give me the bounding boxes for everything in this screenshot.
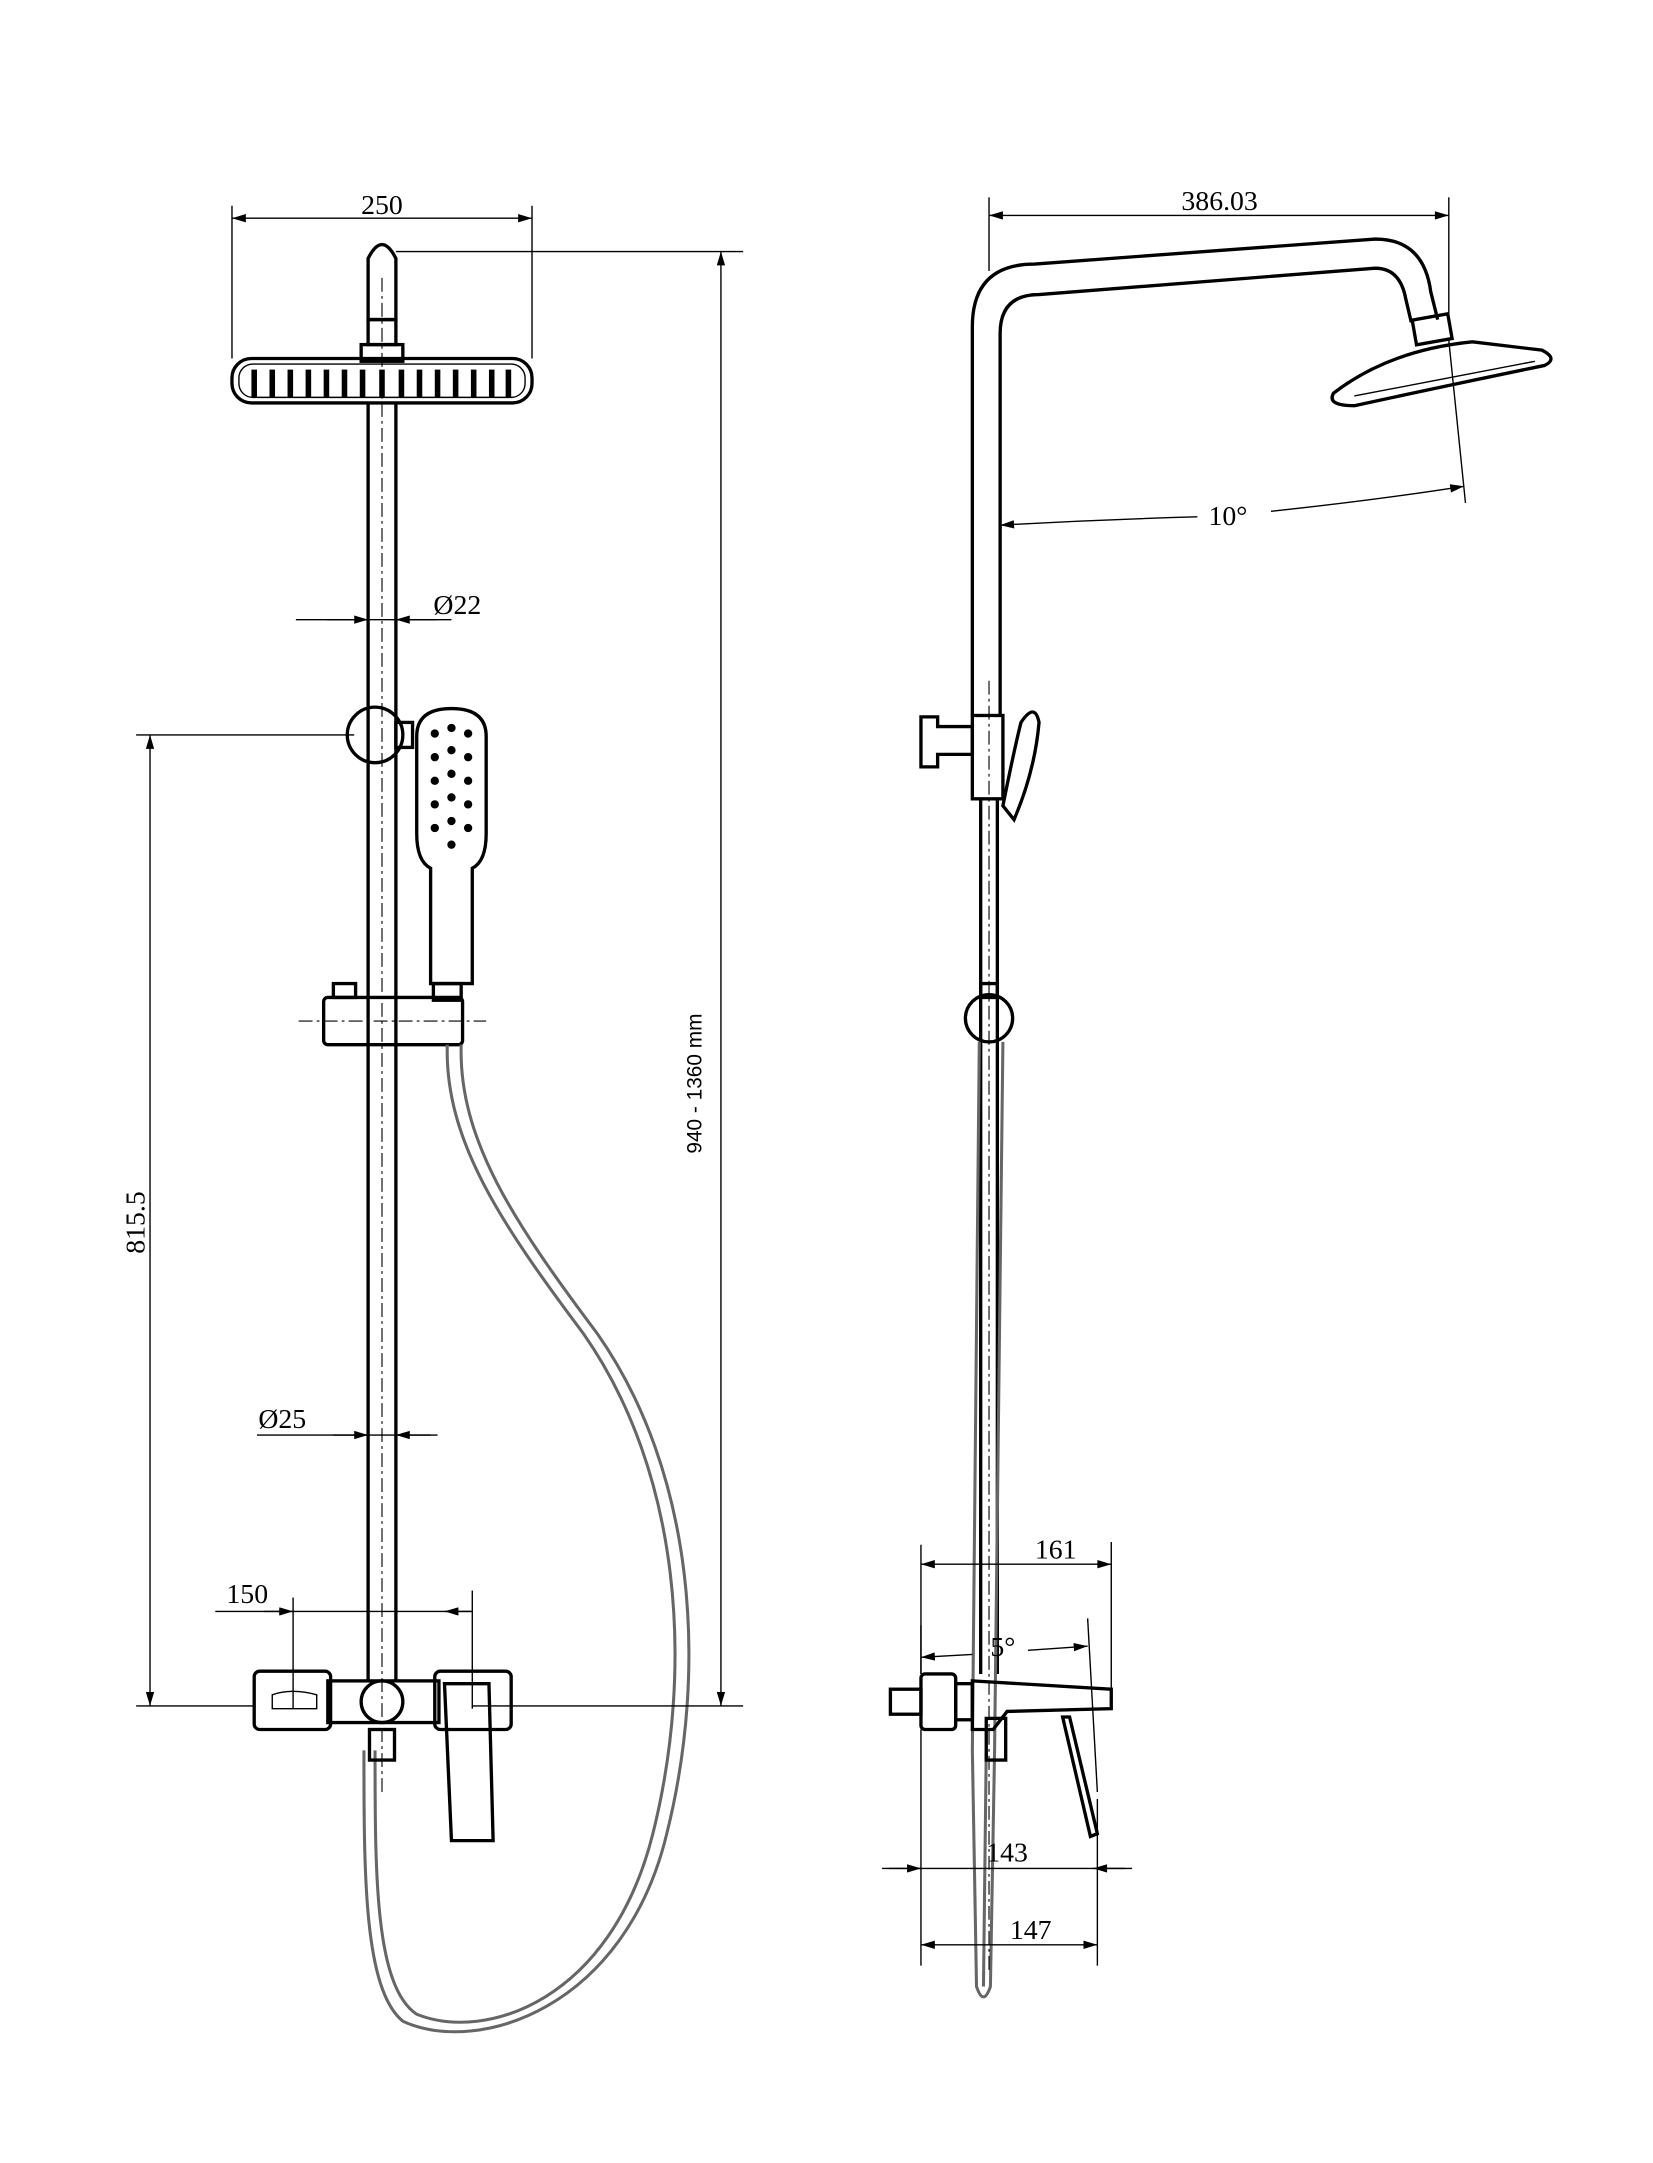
dimension-mixer-depth: 161 [1035, 1535, 1077, 1566]
front-view: 250 940 - 1360 mm Ø22 Ø25 815.5 150 [120, 190, 744, 2034]
rain-shower-head-side [1330, 340, 1553, 408]
side-view: 386.03 10° 161 5° 143 147 [882, 186, 1553, 1999]
dimension-lower-pipe-diameter: Ø25 [258, 1404, 306, 1435]
dimension-depth-spout: 147 [1010, 1915, 1052, 1946]
dimension-depth-lever: 143 [986, 1837, 1028, 1868]
dimension-head-width: 250 [361, 190, 403, 221]
dimension-head-tilt: 10° [1209, 501, 1248, 532]
dimension-height-range: 940 - 1360 mm [683, 1014, 706, 1154]
dimension-holder-height: 815.5 [120, 1191, 151, 1253]
dimension-inlet-spacing: 150 [226, 1579, 268, 1610]
dimension-spout-angle: 5° [990, 1632, 1015, 1663]
mixer-valve-side [888, 1672, 1113, 1839]
hand-shower-front [415, 706, 488, 1002]
dimension-upper-pipe-diameter: Ø22 [433, 590, 481, 621]
dimension-arm-reach: 386.03 [1181, 186, 1257, 217]
